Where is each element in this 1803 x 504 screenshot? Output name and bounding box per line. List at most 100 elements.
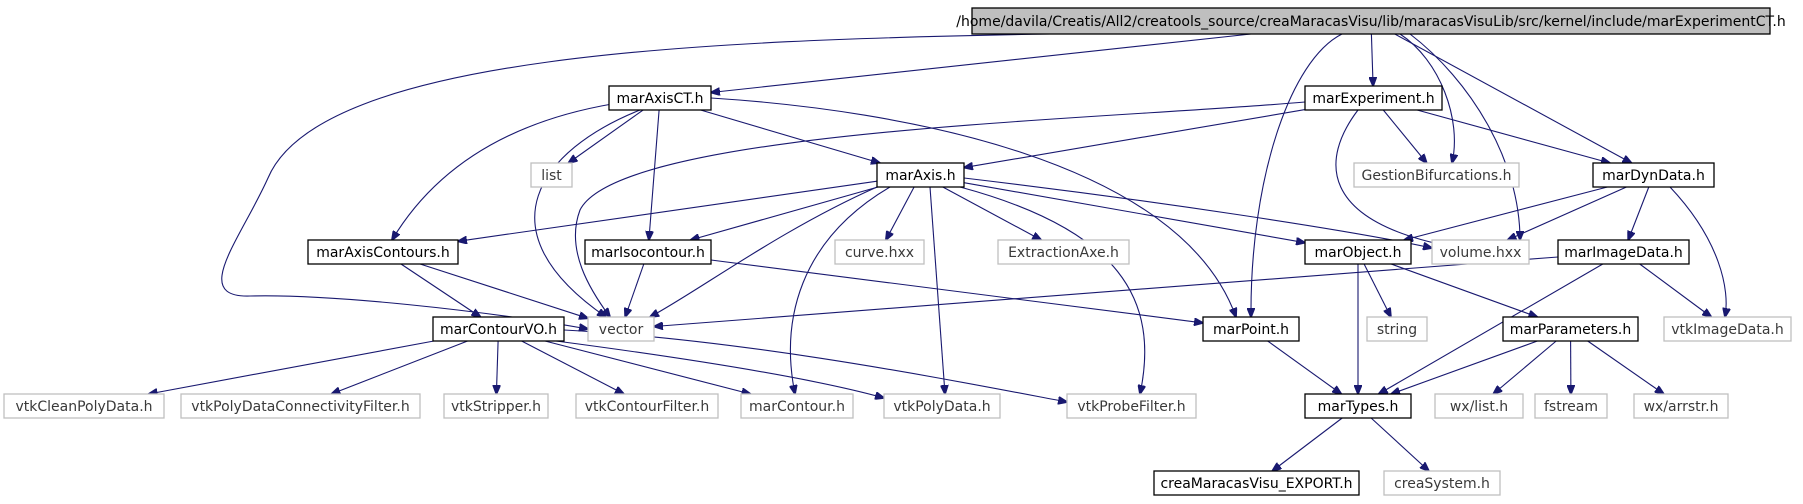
node-label: vtkPolyDataConnectivityFilter.h [191,399,409,415]
node-box [307,239,459,265]
node-box [1633,393,1729,419]
node-label: GestionBifurcations.h [1361,168,1511,184]
edge-marIsocontour-to-marPoint [710,259,1203,323]
node-box [3,393,165,419]
node-label: vtkStripper.h [451,399,541,415]
node-label: list [541,168,562,184]
node-marAxis[interactable]: marAxis.h [876,162,965,188]
edge-marExperiment-to-vector [574,101,1306,317]
edge-marAxisContours-to-marContourVO [400,263,481,317]
node-box [530,162,573,188]
edge-marContourVO-to-vtkContourFilter [521,340,624,394]
edge-marAxis-to-marAxisContours [458,180,878,241]
edge-marContourVO-to-vtkPolyData [555,340,884,398]
node-list: list [530,162,573,188]
node-label: /home/davila/Creatis/All2/creatools_sour… [956,14,1785,30]
node-box [180,393,421,419]
edge-marAxisCT-to-marAxis [700,109,880,163]
edge-marContourVO-to-vtkCleanPolyData [149,340,435,394]
node-label: creaSystem.h [1394,476,1490,492]
node-label: marContourVO.h [440,322,557,338]
node-box [971,7,1771,35]
edge-marAxis-to-vtkProbeFilter [959,186,1145,394]
node-box [575,393,719,419]
edge-marObject-to-string [1363,263,1391,317]
node-fstream: fstream [1534,393,1608,419]
node-box [584,239,712,265]
node-label: marPoint.h [1213,322,1289,338]
node-marDynData[interactable]: marDynData.h [1592,162,1715,188]
node-box [1431,239,1530,265]
edge-root-to-marPoint [1251,33,1343,317]
node-box [883,393,1001,419]
edge-marObject-to-marParameters [1390,263,1537,317]
edge-marExperiment-to-marDynData [1416,109,1610,163]
node-label: marImageData.h [1564,245,1683,261]
edge-marDynData-to-vtkImageData [1669,186,1726,317]
edge-marContourVO-to-marContour [544,340,751,394]
edge-marIsocontour-to-vector [625,263,645,317]
edge-root-to-volume [1409,33,1520,240]
node-label: string [1377,322,1417,338]
edge-marAxis-to-ExtractionAxe [942,186,1041,240]
node-label: vtkContourFilter.h [585,399,710,415]
node-marIsocontour[interactable]: marIsocontour.h [584,239,712,265]
node-marContourVO[interactable]: marContourVO.h [432,316,565,342]
node-vtkPolyData: vtkPolyData.h [883,393,1001,419]
node-marTypes[interactable]: marTypes.h [1304,393,1412,419]
node-label: marTypes.h [1318,399,1399,415]
node-vtkPolyDataConnectivityFilter: vtkPolyDataConnectivityFilter.h [180,393,421,419]
node-marParameters[interactable]: marParameters.h [1502,316,1639,342]
edge-marImageData-to-marTypes [1379,263,1604,394]
edge-marAxis-to-marObject [963,182,1305,243]
node-box [997,239,1130,265]
node-marPoint[interactable]: marPoint.h [1202,316,1300,342]
node-marAxisCT[interactable]: marAxisCT.h [608,85,712,111]
node-volume: volume.hxx [1431,239,1530,265]
node-creaSystem: creaSystem.h [1383,470,1501,496]
node-marExperiment[interactable]: marExperiment.h [1304,85,1443,111]
node-wxarrstr: wx/arrstr.h [1633,393,1729,419]
node-label: vector [599,322,644,338]
edge-marAxis-to-vtkPolyData [929,186,945,394]
edge-root-to-marExperiment [1371,33,1373,86]
node-box [1066,393,1197,419]
node-box [432,316,565,342]
node-box [1353,162,1520,188]
edge-marExperiment-to-marAxis [964,109,1306,168]
node-label: fstream [1544,399,1598,415]
edge-marAxisContours-to-vector [419,263,588,318]
node-label: vtkProbeFilter.h [1077,399,1185,415]
edge-marTypes-to-creaSystem [1370,417,1429,471]
node-string: string [1366,316,1428,342]
node-vtkImageData: vtkImageData.h [1663,316,1792,342]
node-label: wx/list.h [1450,399,1508,415]
node-vtkContourFilter: vtkContourFilter.h [575,393,719,419]
node-label: vtkPolyData.h [893,399,990,415]
edge-marAxisCT-to-marPoint [710,97,1236,317]
edge-marParameters-to-wxarrstr [1587,340,1664,394]
node-marContour: marContour.h [740,393,854,419]
node-marObject[interactable]: marObject.h [1304,239,1412,265]
node-vtkCleanPolyData: vtkCleanPolyData.h [3,393,165,419]
edge-marContourVO-to-vtkPolyDataConnectivityFilter [331,340,468,394]
node-creaMaracasVisu_EXPORT[interactable]: creaMaracasVisu_EXPORT.h [1153,470,1360,496]
edge-marDynData-to-marImageData [1628,186,1650,240]
edge-marDynData-to-volume [1508,186,1627,240]
node-box [1153,470,1360,496]
node-box [1304,85,1443,111]
node-vtkProbeFilter: vtkProbeFilter.h [1066,393,1197,419]
node-label: marDynData.h [1602,168,1705,184]
node-label: marContour.h [749,399,845,415]
node-root[interactable]: /home/davila/Creatis/All2/creatools_sour… [956,7,1786,35]
node-marAxisContours[interactable]: marAxisContours.h [307,239,459,265]
node-label: marExperiment.h [1312,91,1434,107]
node-marImageData[interactable]: marImageData.h [1557,239,1690,265]
edge-root-to-marAxisCT [711,33,1252,93]
edges-layer [149,33,1727,471]
node-curve: curve.hxx [834,239,925,265]
node-box [1383,470,1501,496]
node-box [1557,239,1690,265]
edge-marAxis-to-vector [650,186,878,317]
node-box [876,162,965,188]
